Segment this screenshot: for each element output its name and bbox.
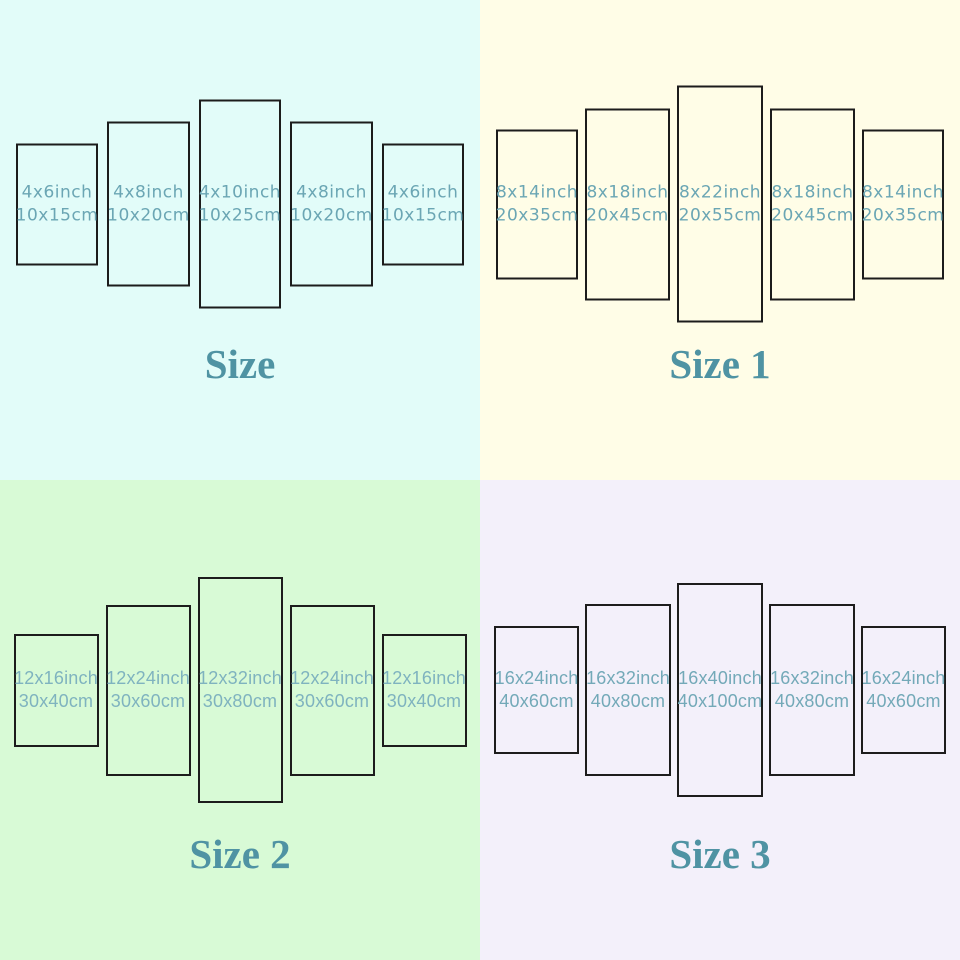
panel-size-cm: 20x35cm — [861, 205, 945, 225]
panel-size-inch: 16x24inch — [861, 667, 946, 688]
panel-size-inch: 8x18inch — [586, 182, 669, 203]
size-panel: 8x18inch 20x45cm — [585, 108, 670, 300]
size-panel: 8x22inch 20x55cm — [677, 85, 763, 323]
panel-group: 4x6inch 10x15cm 4x8inch 10x20cm 4x10inch… — [0, 99, 480, 309]
panel-size-cm: 10x15cm — [381, 205, 465, 225]
panel-size-inch: 4x6inch — [387, 182, 459, 203]
size-panel: 12x16inch 30x40cm — [381, 633, 467, 747]
size-panel: 12x24inch 30x60cm — [105, 604, 191, 776]
panel-size-cm: 30x40cm — [18, 691, 94, 711]
panel-size-cm: 20x55cm — [678, 205, 762, 225]
panel-group: 16x24inch 40x60cm 16x32inch 40x80cm 16x4… — [480, 583, 960, 797]
panel-size-cm: 10x15cm — [15, 205, 99, 225]
panel-size-inch: 16x40inch — [678, 667, 762, 688]
panel-size-inch: 16x32inch — [586, 667, 670, 688]
panel-size-cm: 40x60cm — [866, 691, 941, 711]
panel-size-cm: 30x40cm — [386, 691, 462, 711]
size-panel: 4x6inch 10x15cm — [382, 143, 464, 265]
panel-size-cm: 40x100cm — [677, 691, 763, 711]
panel-size-inch: 8x14inch — [861, 182, 945, 203]
panel-size-inch: 12x32inch — [198, 667, 282, 688]
panel-size-cm: 10x25cm — [198, 205, 282, 225]
panel-size-cm: 20x45cm — [586, 205, 669, 225]
panel-size-inch: 12x24inch — [290, 667, 374, 688]
panel-size-inch: 12x16inch — [382, 667, 466, 688]
size-panel: 12x24inch 30x60cm — [289, 604, 375, 776]
panel-size-inch: 4x8inch — [296, 182, 367, 203]
panel-size-cm: 10x20cm — [290, 205, 373, 225]
quadrant-size-2: 12x16inch 30x40cm 12x24inch 30x60cm 12x3… — [0, 480, 480, 960]
size-panel: 4x10inch 10x25cm — [198, 99, 282, 309]
panel-size-inch: 8x18inch — [771, 182, 854, 203]
panel-size-inch: 4x6inch — [21, 182, 93, 203]
panel-size-inch: 4x10inch — [198, 182, 282, 203]
size-panel: 16x32inch 40x80cm — [585, 604, 671, 776]
panel-size-inch: 16x32inch — [770, 667, 854, 688]
panel-size-cm: 30x60cm — [294, 691, 370, 711]
panel-size-cm: 20x45cm — [771, 205, 854, 225]
size-panel: 4x8inch 10x20cm — [107, 121, 190, 287]
quadrant-size-3: 16x24inch 40x60cm 16x32inch 40x80cm 16x4… — [480, 480, 960, 960]
panel-size-inch: 16x24inch — [494, 667, 579, 688]
quadrant-title: Size 1 — [669, 341, 771, 387]
size-panel: 4x6inch 10x15cm — [16, 143, 98, 265]
panel-size-inch: 8x22inch — [678, 182, 762, 203]
quadrant-title: Size 3 — [669, 831, 771, 877]
size-panel: 12x32inch 30x80cm — [197, 577, 283, 803]
quadrant-size-1: 8x14inch 20x35cm 8x18inch 20x45cm 8x22in… — [480, 0, 960, 480]
panel-size-cm: 30x60cm — [110, 691, 186, 711]
panel-group: 8x14inch 20x35cm 8x18inch 20x45cm 8x22in… — [480, 85, 960, 323]
panel-size-inch: 4x8inch — [113, 182, 184, 203]
size-panel: 16x40inch 40x100cm — [677, 583, 763, 797]
panel-size-inch: 8x14inch — [495, 182, 579, 203]
size-panel: 16x24inch 40x60cm — [861, 626, 946, 754]
size-panel: 12x16inch 30x40cm — [13, 633, 99, 747]
size-panel: 16x32inch 40x80cm — [769, 604, 855, 776]
size-panel: 8x18inch 20x45cm — [770, 108, 855, 300]
panel-size-inch: 12x24inch — [106, 667, 190, 688]
size-panel: 8x14inch 20x35cm — [496, 129, 578, 279]
quadrant-title: Size 2 — [189, 831, 291, 877]
size-panel: 4x8inch 10x20cm — [290, 121, 373, 287]
panel-size-cm: 10x20cm — [107, 205, 190, 225]
panel-size-cm: 40x80cm — [590, 691, 666, 711]
panel-size-cm: 40x60cm — [499, 691, 574, 711]
panel-size-inch: 12x16inch — [14, 667, 98, 688]
quadrant-title: Size — [204, 341, 276, 387]
size-panel: 16x24inch 40x60cm — [494, 626, 579, 754]
size-panel: 8x14inch 20x35cm — [862, 129, 944, 279]
panel-size-cm: 40x80cm — [774, 691, 850, 711]
panel-group: 12x16inch 30x40cm 12x24inch 30x60cm 12x3… — [0, 577, 480, 803]
quadrant-size: 4x6inch 10x15cm 4x8inch 10x20cm 4x10inch… — [0, 0, 480, 480]
panel-size-cm: 30x80cm — [202, 691, 278, 711]
panel-size-cm: 20x35cm — [495, 205, 579, 225]
